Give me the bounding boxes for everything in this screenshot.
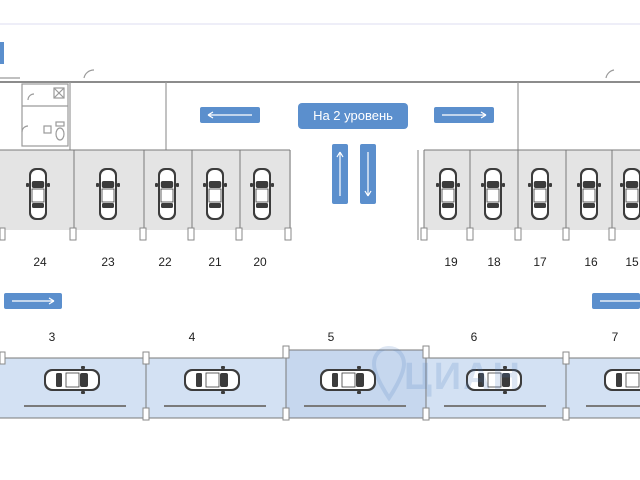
spot-number: 16: [584, 255, 598, 269]
spot-number: 22: [158, 255, 172, 269]
spot-number: 7: [611, 330, 619, 344]
spot-number: 18: [487, 255, 501, 269]
outer-walls: [0, 77, 640, 240]
spot-number: 20: [253, 255, 267, 269]
toilet-icon: [55, 121, 65, 141]
spot-number: 4: [188, 330, 196, 344]
spot-number: 19: [444, 255, 458, 269]
utility-room: [21, 83, 69, 147]
top-left-bays: [0, 149, 292, 241]
spot-number: 15: [625, 255, 639, 269]
spot-number: 24: [33, 255, 47, 269]
bottom-bays: [0, 345, 640, 421]
sink-icon: [21, 93, 52, 134]
spot-number: 21: [208, 255, 222, 269]
door-icon: [83, 69, 615, 79]
level-2-label: На 2 уровень: [298, 103, 408, 129]
spot-number: 6: [470, 330, 478, 344]
arrow-icon: [4, 107, 640, 309]
spot-number: 17: [533, 255, 547, 269]
spot-number: 5: [327, 330, 335, 344]
spot-number: 3: [48, 330, 56, 344]
spot-number: 23: [101, 255, 115, 269]
